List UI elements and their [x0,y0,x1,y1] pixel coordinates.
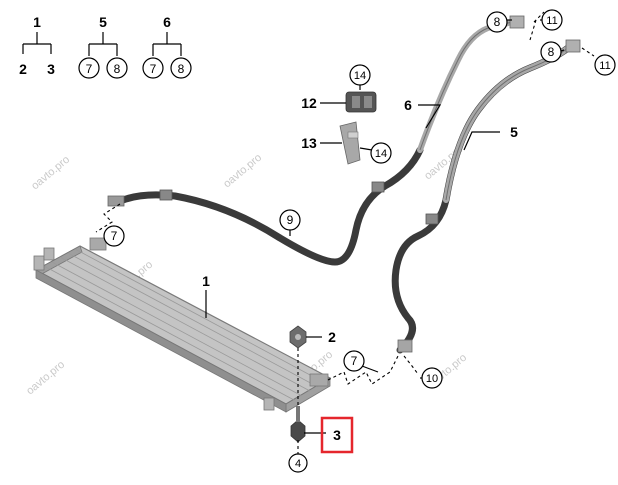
legend-1-parent: 1 [33,14,41,30]
legend-6-child-b: 8 [178,62,185,76]
watermark: oavto.pro [221,152,264,191]
callout-3: 3 [333,427,341,443]
dash-link [95,203,121,233]
callout-8b-circle: 8 [540,41,562,63]
pipe-line-5 [391,39,581,354]
dash-link [403,355,419,375]
callout-7a-circle: 7 [103,225,125,247]
callout-10: 10 [426,373,438,385]
callout-6: 6 [404,97,412,113]
bolt-part-3 [290,406,306,443]
callout-13: 13 [301,135,317,151]
callout-7b: 7 [351,354,358,368]
dash-link [529,11,545,41]
callout-1: 1 [202,273,210,289]
callout-4-circle: 4 [288,453,308,473]
callout-14b-circle: 14 [370,142,392,164]
legend-5-child-a: 7 [86,62,93,76]
callout-8b: 8 [548,45,555,59]
legend-group-5: 5 7 8 [78,14,128,79]
callout-14a-circle: 14 [349,64,371,86]
callout-4: 4 [295,458,301,470]
callout-10-circle: 10 [421,367,443,389]
callout-5: 5 [510,124,518,140]
legend-group-6: 6 7 8 [142,14,192,79]
callout-9-circle: 9 [279,209,301,231]
watermark: oavto.pro [29,154,72,193]
highlighted-callout-3: 3 [320,416,354,454]
watermark: oavto.pro [24,359,67,398]
hose-line-6 [107,15,525,266]
legend-5-child-b: 8 [114,62,121,76]
mounting-bracket [339,121,361,165]
callout-2: 2 [328,329,336,345]
callout-11b-circle: 11 [594,54,616,76]
pipe-holder [345,91,377,113]
legend-6-child-a: 7 [150,62,157,76]
callout-11a: 11 [546,15,557,27]
callout-14b: 14 [375,148,387,160]
highlight-box [320,416,354,454]
legend-group-1: 1 2 3 [19,14,55,77]
nut-part-2 [289,325,307,349]
dash-link [581,47,595,57]
callout-7a: 7 [111,229,118,243]
legend-6-parent: 6 [163,14,171,30]
callout-11b: 11 [599,60,610,72]
legend-5-parent: 5 [99,14,107,30]
callout-7b-circle: 7 [343,350,365,372]
callout-12: 12 [301,95,317,111]
callout-14a: 14 [354,70,366,82]
legend-1-child-a: 2 [19,61,27,77]
callout-8a-circle: 8 [486,11,508,33]
oil-cooler [33,237,332,413]
callout-8a: 8 [494,15,501,29]
legend-1-child-b: 3 [47,61,55,77]
callout-9: 9 [287,213,294,227]
callout-11a-circle: 11 [541,9,563,31]
